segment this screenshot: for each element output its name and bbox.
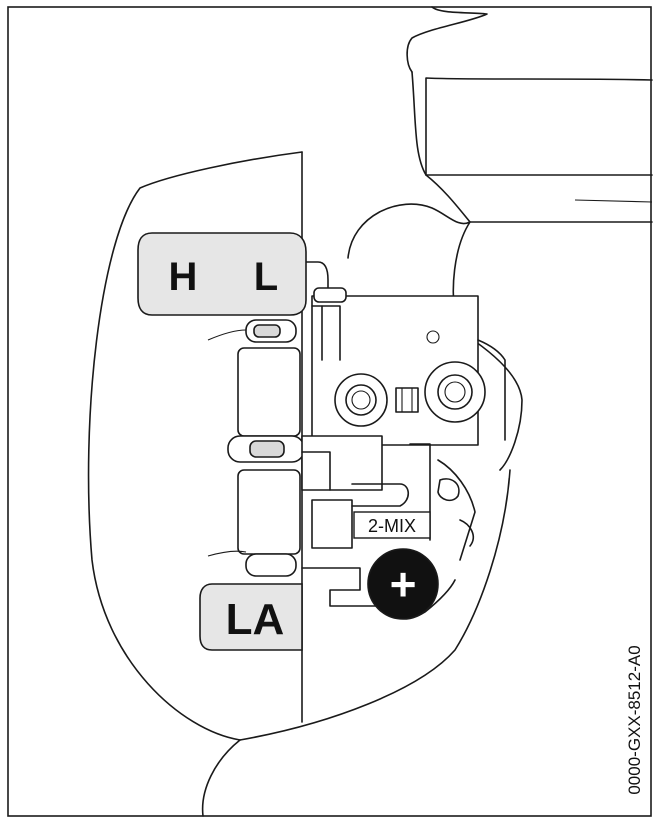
screw-head-icon [367, 548, 439, 620]
figure-code: 0000-GXX-8512-A0 [625, 645, 644, 794]
engine-housing [406, 6, 653, 223]
la-label-block: LA [199, 583, 303, 651]
idle-label: LA [226, 595, 285, 644]
fuel-fitting [301, 435, 476, 619]
diagram-frame [7, 6, 652, 817]
hl-label-block: H L [137, 232, 307, 316]
low-speed-label: L [254, 255, 278, 299]
high-speed-label: H [169, 255, 198, 299]
mix-label: 2-MIX [368, 516, 416, 536]
adjustment-screws-hl [207, 261, 347, 577]
mix-label-block: 2-MIX [353, 511, 431, 539]
carburetor-body [311, 203, 523, 471]
mix-screw: + [367, 548, 439, 620]
plus-icon: + [390, 558, 417, 610]
